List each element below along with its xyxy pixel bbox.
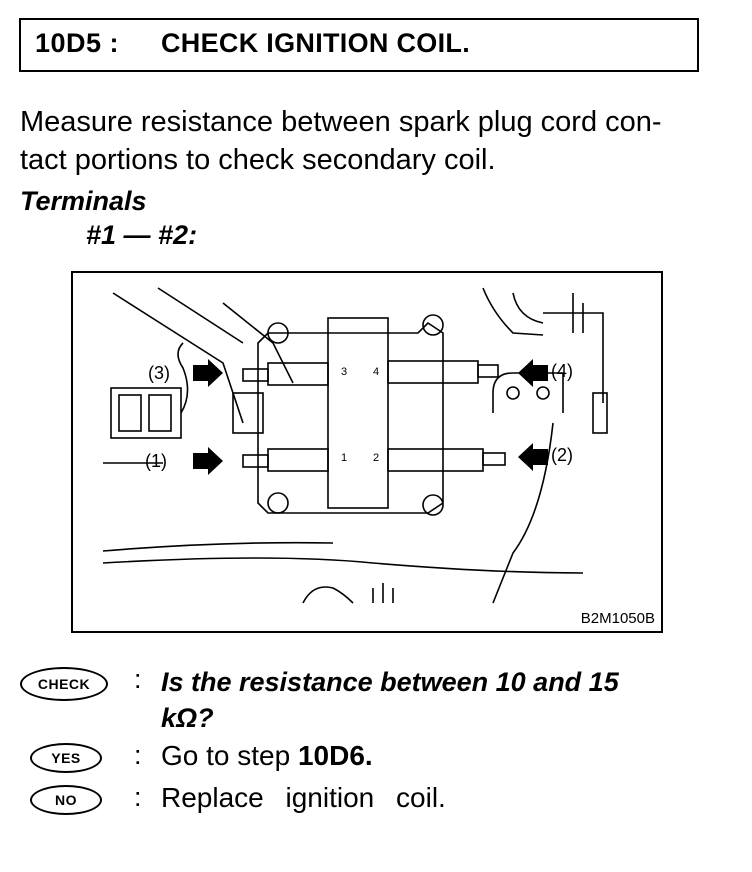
engine-outline-line bbox=[157, 287, 244, 344]
callout-arrow-1 bbox=[193, 447, 223, 475]
check-separator: : bbox=[134, 664, 142, 694]
yes-action-target: 10D6. bbox=[297, 740, 373, 771]
bracket-bolt bbox=[536, 386, 550, 400]
harness-wire bbox=[177, 342, 189, 414]
engine-outline-line bbox=[482, 287, 544, 336]
no-separator: : bbox=[134, 782, 142, 812]
coil-mount-bolt bbox=[422, 314, 444, 336]
callout-arrow-4 bbox=[518, 359, 548, 387]
coil-pack-body bbox=[257, 321, 444, 514]
coil-mark-1: 1 bbox=[341, 452, 347, 464]
connector-detail bbox=[118, 394, 142, 432]
connector-detail bbox=[148, 394, 172, 432]
ignition-coil-figure: (3) (1) (4) (2) 3 4 1 2 B2M1050B bbox=[71, 271, 663, 633]
check-question-line-2: kΩ? bbox=[161, 703, 214, 733]
yes-action: Go to step 10D6. bbox=[161, 740, 373, 772]
terminals-label: Terminals bbox=[20, 186, 147, 216]
bracket-bolt bbox=[506, 386, 520, 400]
coil-mount-bolt bbox=[422, 494, 444, 516]
instruction-line-1: Measure resistance between spark plug co… bbox=[20, 106, 662, 138]
instruction-line-2: tact portions to check secondary coil. bbox=[20, 144, 496, 176]
ignition-coil-diagram: (3) (1) (4) (2) 3 4 1 2 bbox=[102, 287, 608, 604]
bracket-outline bbox=[492, 372, 564, 413]
plug-terminal-2 bbox=[482, 452, 506, 466]
yes-separator: : bbox=[134, 740, 142, 770]
no-action: Replace ignition coil. bbox=[161, 782, 446, 813]
plug-terminal-4 bbox=[477, 364, 499, 378]
yes-badge: YES bbox=[30, 743, 102, 773]
harness-outline bbox=[302, 583, 394, 604]
coil-mark-2: 2 bbox=[373, 452, 379, 464]
coil-connector bbox=[232, 392, 264, 434]
engine-outline-line bbox=[222, 302, 294, 384]
coil-mark-4: 4 bbox=[373, 366, 379, 378]
figure-code: B2M1050B bbox=[580, 610, 655, 627]
engine-outline-line bbox=[102, 541, 334, 552]
plug-terminal-3 bbox=[242, 368, 269, 382]
step-header: 10D5 : CHECK IGNITION COIL. bbox=[19, 18, 699, 72]
plug-terminal-1 bbox=[242, 454, 269, 468]
check-question-line-1: Is the resistance between 10 and 15 bbox=[161, 667, 619, 697]
no-badge-label: NO bbox=[55, 792, 77, 808]
coil-mount-bolt bbox=[267, 322, 289, 344]
callout-label-3: (3) bbox=[148, 363, 170, 383]
engine-outline-line bbox=[492, 422, 554, 604]
bracket-outline bbox=[543, 293, 604, 403]
no-badge: NO bbox=[30, 785, 102, 815]
instruction-text: Measure resistance between spark plug co… bbox=[20, 103, 720, 179]
terminals-pair: #1 — #2: bbox=[86, 220, 198, 250]
check-question: Is the resistance between 10 and 15 kΩ? bbox=[161, 664, 721, 736]
coil-tower-1 bbox=[267, 448, 329, 472]
side-clip bbox=[592, 392, 608, 434]
callout-label-2: (2) bbox=[551, 445, 573, 465]
coil-tower-3 bbox=[267, 362, 329, 386]
coil-center-block bbox=[327, 317, 389, 509]
callout-label-4: (4) bbox=[551, 361, 573, 381]
yes-action-prefix: Go to step bbox=[161, 740, 298, 771]
callout-arrow-2 bbox=[518, 443, 548, 471]
coil-tower-4 bbox=[387, 360, 479, 384]
callout-label-1: (1) bbox=[145, 451, 167, 471]
callout-arrow-3 bbox=[193, 359, 223, 387]
engine-outline-line bbox=[512, 292, 544, 324]
engine-outline-line bbox=[102, 557, 584, 574]
check-badge-label: CHECK bbox=[37, 676, 91, 692]
check-badge: CHECK bbox=[20, 667, 108, 701]
coil-mark-3: 3 bbox=[341, 366, 347, 378]
coil-tower-2 bbox=[387, 448, 484, 472]
step-title: CHECK IGNITION COIL. bbox=[161, 28, 470, 58]
engine-outline-line bbox=[112, 292, 244, 424]
yes-badge-label: YES bbox=[51, 750, 81, 766]
step-code: 10D5 : bbox=[35, 28, 120, 58]
coil-mount-bolt bbox=[267, 492, 289, 514]
